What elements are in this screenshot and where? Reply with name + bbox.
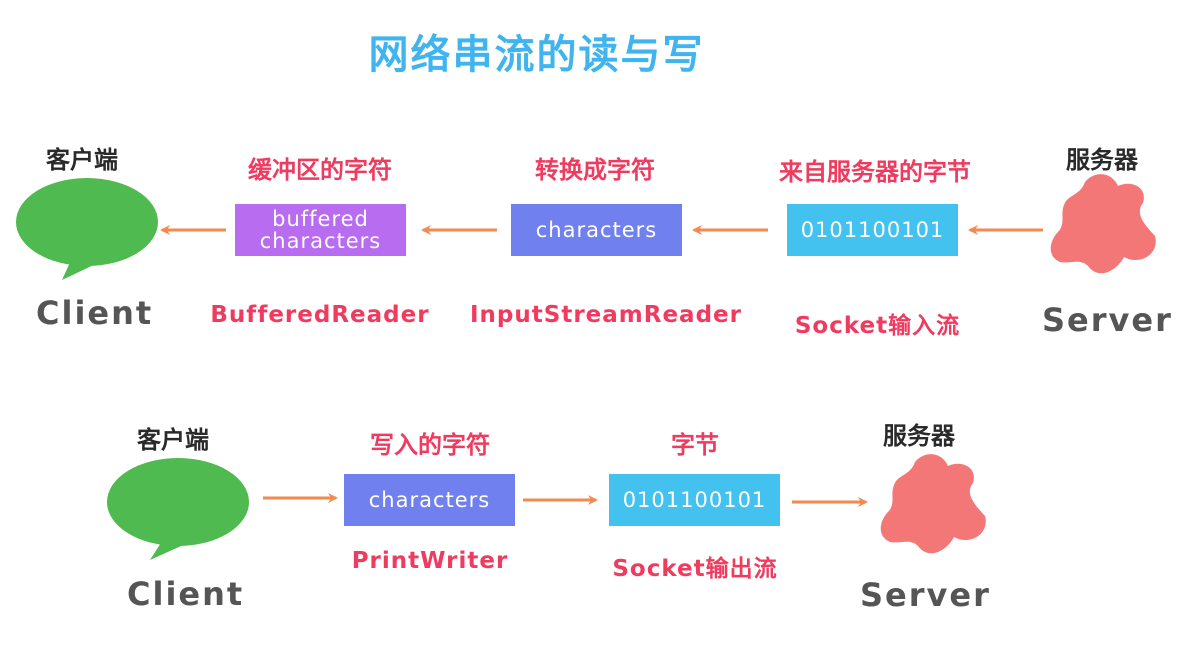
- socket-output-stream-label: Socket输出流: [612, 556, 778, 582]
- write-client-en-label: Client: [127, 575, 245, 613]
- convert-header: 转换成字符: [535, 156, 655, 184]
- write-server-en-label: Server: [860, 576, 991, 614]
- write-characters-box: characters: [344, 474, 515, 526]
- write-server-cn-label: 服务器: [883, 422, 955, 450]
- server-splat-icon: [1050, 174, 1156, 274]
- server-splat-icon: [880, 454, 986, 554]
- bytes-from-server-header: 来自服务器的字节: [779, 158, 971, 186]
- read-server-cn-label: 服务器: [1066, 146, 1138, 174]
- buffered-characters-box: buffered characters: [235, 204, 406, 256]
- client-speech-bubble-icon: [107, 458, 249, 560]
- page-title: 网络串流的读与写: [368, 32, 705, 78]
- read-server-en-label: Server: [1042, 301, 1173, 339]
- printwriter-class-label: PrintWriter: [351, 548, 509, 574]
- write-bytes-box: 0101100101: [609, 474, 780, 526]
- write-bytes-header: 字节: [671, 431, 719, 459]
- read-client-cn-label: 客户端: [46, 146, 118, 174]
- client-speech-bubble-icon: [16, 178, 158, 280]
- socket-input-stream-label: Socket输入流: [794, 313, 961, 339]
- written-characters-header: 写入的字符: [370, 431, 490, 459]
- buffered-header: 缓冲区的字符: [248, 156, 392, 184]
- characters-box: characters: [511, 204, 682, 256]
- inputstreamreader-class-label: InputStreamReader: [470, 302, 742, 328]
- write-client-cn-label: 客户端: [137, 426, 209, 454]
- bufferedreader-class-label: BufferedReader: [210, 302, 430, 328]
- bytes-box: 0101100101: [787, 204, 958, 256]
- read-client-en-label: Client: [36, 294, 154, 332]
